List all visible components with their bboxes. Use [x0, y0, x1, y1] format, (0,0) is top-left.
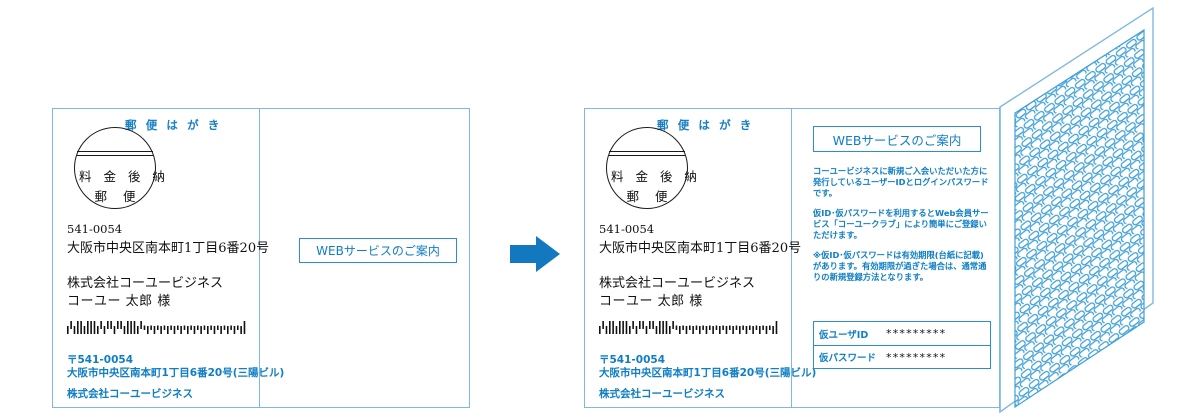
recipient-name: コーユー 太郎 様 — [67, 294, 171, 309]
stamp-line-1: 料 金 後 納 — [79, 169, 169, 184]
sender-address: 大阪市中央区南本町1丁目6番20号(三陽ビル) — [67, 367, 285, 379]
customer-barcode — [67, 321, 246, 334]
postage-stamp-circle: 料 金 後 納 郵 便 — [606, 127, 701, 209]
sender-company: 株式会社コーユービジネス — [599, 388, 725, 400]
web-service-banner-after: WEBサービスのご案内 — [813, 126, 981, 152]
hagaki-title: 郵 便 は が き — [125, 120, 223, 132]
stamp-line-1: 料 金 後 納 — [611, 169, 701, 184]
sender-company: 株式会社コーユービジネス — [67, 388, 193, 400]
credential-label-userid: 仮ユーザID — [819, 329, 869, 341]
stamp-line-2: 郵 便 — [94, 189, 142, 204]
body-paragraph-1: コーユービジネスに新規ご入会いただいた方に発行しているユーザーIDとログインパス… — [813, 166, 989, 198]
sender-address: 大阪市中央区南本町1丁目6番20号(三陽ビル) — [599, 367, 817, 379]
table-row: 仮パスワード ********* — [814, 345, 990, 368]
recipient-name: コーユー 太郎 様 — [599, 294, 703, 309]
postcard-after: 郵 便 は が き 料 金 後 納 郵 便 541-0054 大阪市中央区南本町… — [584, 108, 1000, 408]
recipient-company: 株式会社コーユービジネス — [67, 276, 224, 291]
recipient-zip: 541-0054 — [599, 222, 655, 236]
body-paragraph-2: 仮ID･仮パスワードを利用するとWeb会員サービス「コーユークラブ」により簡単に… — [813, 208, 989, 240]
hagaki-title: 郵 便 は が き — [657, 120, 755, 132]
stamp-double-bar — [77, 151, 153, 156]
stamp-line-2: 郵 便 — [626, 189, 674, 204]
sender-zip: 〒541-0054 — [67, 354, 133, 366]
recipient-address: 大阪市中央区南本町1丁目6番20号 — [67, 241, 270, 256]
credential-value-userid: ********* — [886, 327, 947, 340]
customer-barcode — [599, 321, 778, 334]
web-service-banner-before: WEBサービスのご案内 — [299, 238, 457, 263]
credential-label-password: 仮パスワード — [819, 353, 877, 364]
credential-value-password: ********* — [886, 350, 947, 364]
postage-stamp-circle: 料 金 後 納 郵 便 — [74, 127, 169, 209]
card-divider-line — [259, 109, 260, 407]
recipient-address: 大阪市中央区南本町1丁目6番20号 — [599, 241, 802, 256]
sender-zip: 〒541-0054 — [599, 354, 665, 366]
message-panel-before: WEBサービスのご案内 — [259, 109, 469, 407]
stamp-double-bar — [609, 151, 685, 156]
address-panel-before: 郵 便 は が き 料 金 後 納 郵 便 541-0054 大阪市中央区南本町… — [53, 109, 284, 407]
arrow-right-icon — [510, 236, 560, 272]
address-panel-after: 郵 便 は が き 料 金 後 納 郵 便 541-0054 大阪市中央区南本町… — [585, 109, 816, 407]
hatched-mount-panel — [999, 6, 1154, 414]
credentials-table: 仮ユーザID ********* 仮パスワード ********* — [813, 321, 991, 369]
message-panel-after: WEBサービスのご案内 コーユービジネスに新規ご入会いただいた方に発行しているユ… — [791, 109, 999, 407]
recipient-zip: 541-0054 — [67, 222, 123, 236]
card-divider-line — [791, 109, 792, 407]
table-row: 仮ユーザID ********* — [814, 322, 990, 345]
postcard-before: 郵 便 は が き 料 金 後 納 郵 便 541-0054 大阪市中央区南本町… — [52, 108, 470, 408]
body-paragraph-3: ※仮ID･仮パスワードは有効期限(台紙に記載)があります。有効期限が過ぎた場合は… — [813, 250, 987, 282]
recipient-company: 株式会社コーユービジネス — [599, 276, 756, 291]
